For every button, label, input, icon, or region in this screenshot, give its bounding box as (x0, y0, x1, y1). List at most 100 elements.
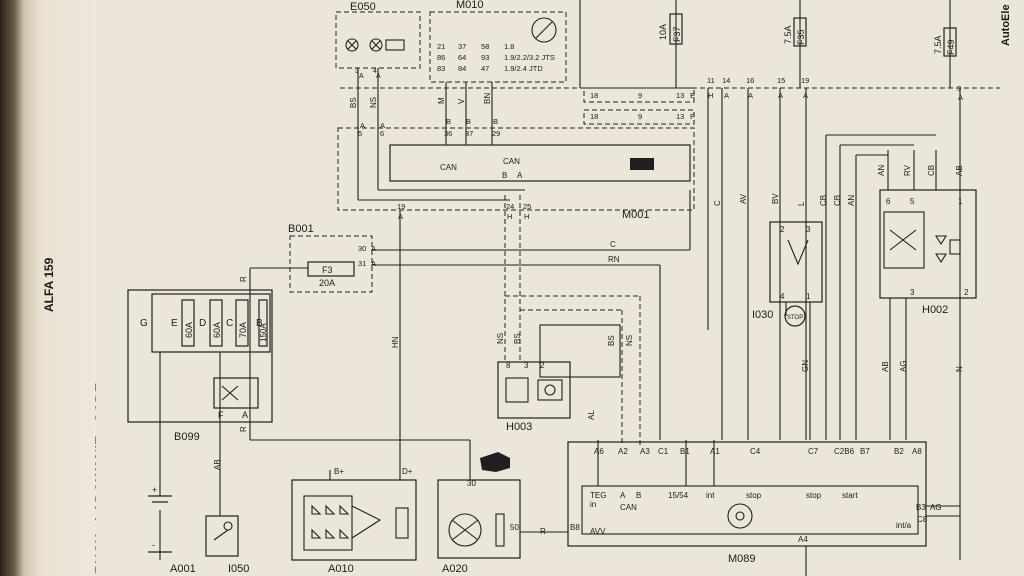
svg-text:A2: A2 (618, 447, 628, 456)
lamp-icon (345, 38, 405, 52)
svg-text:A3: A3 (640, 447, 650, 456)
svg-text:D+: D+ (402, 467, 413, 476)
svg-text:A: A (242, 410, 248, 420)
svg-text:M: M (437, 97, 446, 104)
b099-box (127, 289, 273, 423)
mid-wire-codes: C RN HN R R AB AL AV BV C L CB CB AN AN … (213, 164, 964, 536)
svg-text:4: 4 (780, 292, 785, 301)
svg-text:60A: 60A (212, 322, 222, 338)
svg-text:F35: F35 (796, 29, 806, 45)
svg-text:G: G (140, 318, 148, 329)
svg-text:BS: BS (513, 333, 522, 344)
svg-text:AV: AV (739, 193, 748, 204)
svg-text:4: 4 (373, 68, 377, 75)
i030-box (769, 221, 823, 303)
svg-text:A: A (748, 91, 753, 100)
svg-text:60A: 60A (184, 322, 194, 338)
svg-text:AB: AB (955, 165, 964, 176)
label-a020: A020 (442, 563, 468, 575)
label-b001: B001 (288, 223, 314, 235)
top-wire-codes: BS NS M V BN (349, 93, 492, 108)
svg-text:AL: AL (587, 410, 596, 420)
svg-text:NS: NS (369, 97, 378, 108)
svg-text:B: B (636, 491, 641, 500)
svg-text:C: C (610, 240, 616, 249)
svg-text:B: B (502, 171, 507, 180)
svg-text:A: A (724, 91, 729, 100)
label-b099: B099 (174, 431, 200, 443)
svg-text:int: int (706, 491, 715, 500)
fuse-f49: 7.5A F49 (933, 0, 957, 88)
svg-text:CB: CB (927, 165, 936, 176)
connector-f (583, 109, 695, 125)
label-m001: M001 (622, 209, 650, 221)
h002-box (879, 189, 977, 299)
svg-text:30: 30 (467, 479, 476, 488)
relay-icon (883, 211, 961, 269)
svg-text:2: 2 (780, 225, 785, 234)
page-margin: ALFA 159 RUCH - ŁADOWANIE - CODE (0, 0, 108, 576)
svg-text:CAN: CAN (620, 503, 637, 512)
top-wires (357, 0, 961, 560)
m001-ecu (389, 144, 691, 182)
svg-text:25: 25 (523, 202, 531, 211)
svg-text:3: 3 (524, 361, 529, 370)
svg-text:F: F (218, 410, 224, 420)
svg-text:H: H (524, 212, 529, 221)
svg-text:93: 93 (481, 53, 489, 62)
diode-bridge-icon (303, 495, 409, 551)
svg-text:3: 3 (910, 288, 915, 297)
svg-text:19: 19 (397, 202, 405, 211)
svg-text:58: 58 (481, 42, 489, 51)
svg-text:CAN: CAN (440, 163, 457, 172)
svg-text:18: 18 (590, 91, 598, 100)
svg-text:start: start (842, 491, 858, 500)
svg-text:31: 31 (358, 259, 366, 268)
svg-text:150A: 150A (259, 323, 268, 342)
svg-text:13: 13 (676, 91, 684, 100)
can-wire-codes: NS BS BS NS (496, 333, 634, 346)
svg-text:37: 37 (465, 129, 473, 138)
battery-icon: +- (148, 485, 172, 553)
svg-text:B8: B8 (570, 523, 580, 532)
svg-text:A1: A1 (710, 447, 720, 456)
a020-box (437, 479, 521, 559)
label-h003: H003 (506, 421, 532, 433)
svg-text:AB: AB (881, 361, 890, 372)
svg-text:BV: BV (771, 193, 780, 204)
svg-text:NS: NS (625, 335, 634, 346)
label-a010: A010 (328, 563, 354, 575)
svg-text:A4: A4 (798, 535, 808, 544)
svg-text:9: 9 (638, 112, 642, 121)
svg-text:in: in (590, 500, 596, 509)
svg-text:AVV: AVV (590, 527, 606, 536)
svg-text:AN: AN (847, 195, 856, 206)
svg-text:F: F (690, 112, 695, 121)
h003-switch-frame (539, 324, 621, 378)
svg-text:19: 19 (801, 76, 809, 85)
m001-box (337, 127, 695, 211)
fuse-f37: 10A F37 (658, 0, 683, 88)
label-i030: I030 (752, 309, 773, 321)
svg-text:AN: AN (877, 165, 886, 176)
chip-icon (630, 158, 654, 170)
svg-text:int/a: int/a (896, 521, 912, 530)
connector-e (583, 87, 695, 103)
svg-text:BS: BS (349, 97, 358, 108)
svg-text:47: 47 (481, 64, 489, 73)
svg-text:18: 18 (590, 112, 598, 121)
svg-text:F49: F49 (946, 39, 956, 55)
svg-text:A: A (371, 259, 376, 268)
label-m089: M089 (728, 553, 756, 565)
svg-text:RV: RV (903, 164, 912, 176)
svg-text:GN: GN (801, 360, 810, 372)
m010-box (429, 11, 567, 83)
svg-text:A: A (620, 491, 626, 500)
svg-text:A6: A6 (594, 447, 604, 456)
svg-text:13: 13 (676, 112, 684, 121)
diagram-sheet (96, 0, 1024, 576)
svg-text:A: A (360, 121, 365, 130)
